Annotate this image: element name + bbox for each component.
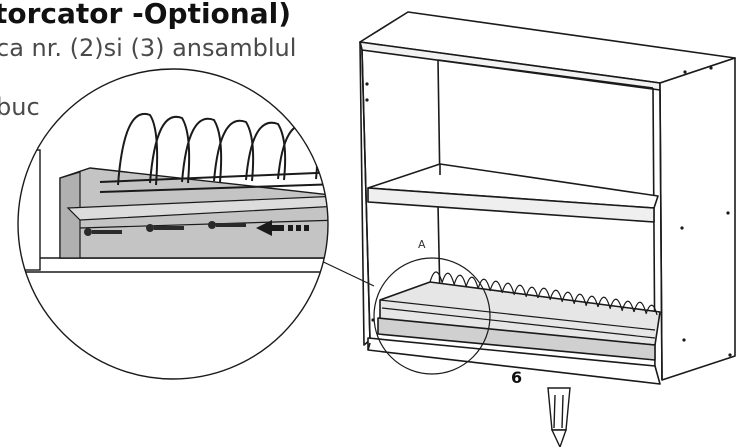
section-title: torcator -Optional)	[0, 0, 292, 30]
arrow-left-icon	[256, 220, 309, 236]
detail-circle-small	[373, 257, 491, 375]
screw-icon	[84, 221, 246, 236]
dish-rack-wires	[379, 271, 658, 339]
screwdriver-icon	[547, 387, 571, 447]
detail-connector	[314, 257, 375, 287]
instruction-line-1: ca nr. (2)si (3) ansamblul	[0, 34, 297, 62]
step-number: 6	[511, 368, 523, 387]
instruction-line-2: buc	[0, 93, 40, 121]
magnified-detail	[18, 69, 328, 379]
cabinet-drawing	[359, 11, 736, 385]
detail-circle-large	[17, 68, 329, 380]
detail-marker-label: A	[418, 238, 426, 251]
